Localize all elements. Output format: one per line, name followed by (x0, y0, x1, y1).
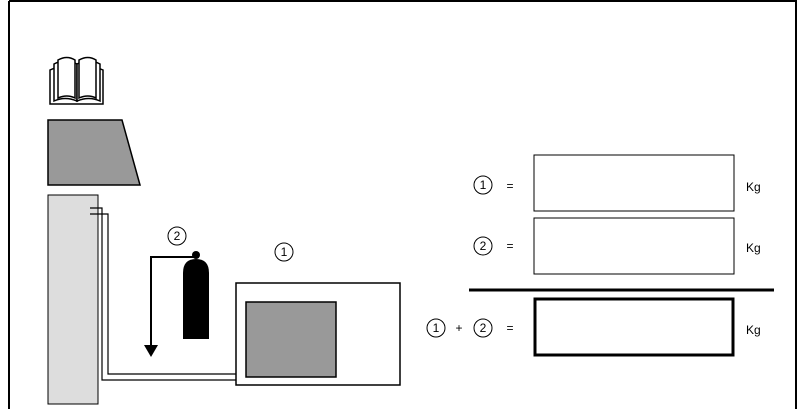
total-marker-two-label: 2 (480, 321, 487, 335)
total-plus: + (455, 321, 462, 335)
refrigerant-cylinder-icon (183, 251, 209, 339)
row1-value-box[interactable] (533, 154, 735, 212)
charging-hose (144, 256, 196, 357)
cylinder-marker-label: 2 (174, 229, 181, 243)
row2-equals: = (506, 239, 513, 253)
row2-marker-label: 2 (480, 239, 487, 253)
row1-unit: Kg (746, 180, 761, 194)
connection-pipe (90, 207, 236, 381)
row2-value-box[interactable] (533, 217, 735, 275)
equation-row-2: 2 = Kg (473, 217, 761, 275)
equation-row-1: 1 = Kg (473, 154, 761, 212)
row2-unit: Kg (746, 241, 761, 255)
total-value-box[interactable] (533, 297, 735, 357)
unit-marker: 1 (274, 242, 294, 262)
total-equals: = (506, 321, 513, 335)
unit-marker-label: 1 (281, 245, 288, 259)
row1-marker-label: 1 (480, 178, 487, 192)
appliance-cabinet (47, 194, 99, 405)
row1-equals: = (506, 179, 513, 193)
total-unit: Kg (746, 323, 761, 337)
equation-total-row: 1 + 2 = Kg (426, 297, 761, 357)
cylinder-marker: 2 (167, 226, 187, 246)
hood-canopy (47, 119, 141, 186)
total-marker-one-label: 1 (433, 321, 440, 335)
open-book-icon (49, 56, 104, 105)
condensing-unit-panel (245, 301, 337, 378)
